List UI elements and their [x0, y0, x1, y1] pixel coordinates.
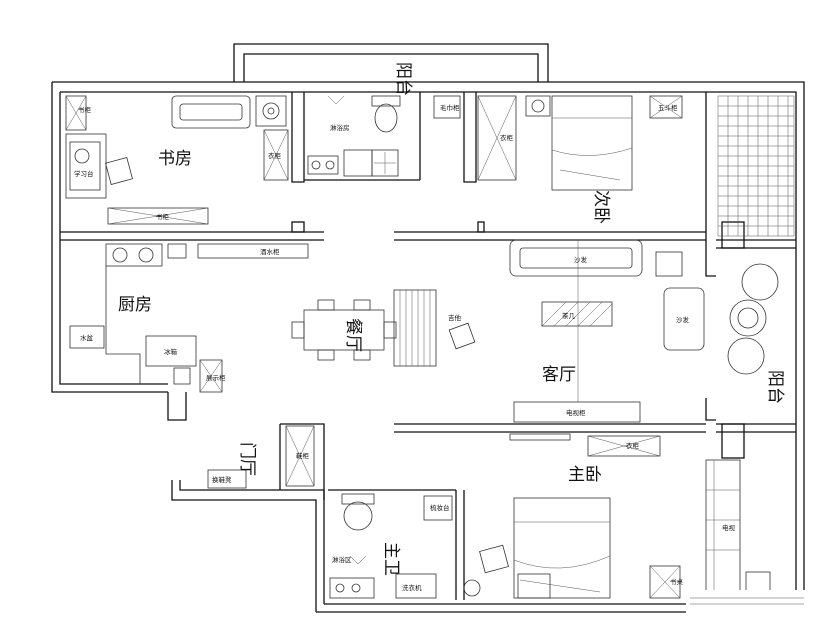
- study-bookshelf-bottom-label: 书柜: [156, 212, 170, 221]
- master-bedroom-furniture: 衣柜 主卧 梳妆台 书桌 电视: [423, 435, 741, 601]
- balcony-right-label: 阳台: [765, 370, 785, 404]
- second-bedroom-label: 次卧: [591, 190, 611, 224]
- second-cabinet-label: 五斗柜: [658, 103, 678, 112]
- second-bedroom-furniture: 衣柜 五斗柜 次卧: [477, 95, 683, 224]
- kitchen-display-label: 展示柜: [206, 373, 226, 382]
- living-sofa-right-label: 沙发: [676, 315, 690, 324]
- balcony-tile-pattern: [717, 95, 795, 237]
- master-wardrobe-label: 衣柜: [626, 441, 640, 450]
- balcony-top-label: 阳台: [393, 62, 413, 96]
- master-bath-furniture: 主卫 淋浴区 洗衣机: [329, 493, 481, 599]
- dining-chair-label: 吉他: [448, 313, 462, 322]
- study-desk-label: 学习台: [74, 169, 94, 178]
- tv-cabinet-label: 电视柜: [566, 408, 586, 417]
- living-sofa-top-label: 沙发: [574, 255, 588, 264]
- master-bath-washer-label: 洗衣机: [402, 583, 422, 592]
- kitchen-furniture: 酒水柜 水盆 冰箱 展示柜 厨房: [69, 243, 309, 393]
- upper-bath-area: 阳台 淋浴房 毛巾柜: [307, 62, 461, 177]
- foyer-furniture: 鞋柜 换鞋凳 门厅: [207, 425, 315, 489]
- living-room-label: 客厅: [542, 365, 576, 385]
- corner-cutout: [686, 590, 806, 616]
- kitchen-pantry-label: 酒水柜: [260, 247, 280, 256]
- sink-cabinet-label: 水盆: [80, 333, 94, 342]
- living-furniture: 沙发 沙发 茶几 客厅 电视柜: [509, 239, 705, 441]
- kitchen-fridge-label: 冰箱: [164, 347, 178, 356]
- foyer-room-label: 门厅: [237, 442, 257, 476]
- kitchen-room-label: 厨房: [118, 295, 152, 315]
- right-balcony-furniture: 阳台: [727, 263, 785, 599]
- walls: [51, 43, 805, 613]
- second-wardrobe-label: 衣柜: [500, 133, 514, 142]
- dining-furniture: 餐厅 吉他: [291, 289, 476, 367]
- master-desk-label: 书桌: [670, 577, 684, 586]
- study-wardrobe-label: 衣柜: [268, 151, 282, 160]
- bath-shower-label: 淋浴房: [330, 123, 350, 132]
- foyer-shoe-label: 鞋柜: [296, 451, 310, 460]
- study-bookshelf-top-label: 书柜: [78, 105, 92, 114]
- master-bedroom-label: 主卧: [568, 465, 602, 485]
- master-bath-shower-label: 淋浴区: [332, 555, 352, 564]
- master-dresser-label: 梳妆台: [430, 503, 450, 512]
- dining-room-label: 餐厅: [343, 318, 363, 352]
- bath-towel-label: 毛巾柜: [440, 103, 460, 112]
- master-bath-label: 主卫: [381, 542, 401, 576]
- coffee-table-label: 茶几: [562, 311, 576, 320]
- master-tv-label: 电视: [722, 523, 736, 532]
- study-room-label: 书房: [158, 149, 192, 169]
- study-furniture: 书柜 衣柜 学习台 书房 书柜: [65, 95, 289, 225]
- foyer-bench-label: 换鞋凳: [212, 475, 232, 484]
